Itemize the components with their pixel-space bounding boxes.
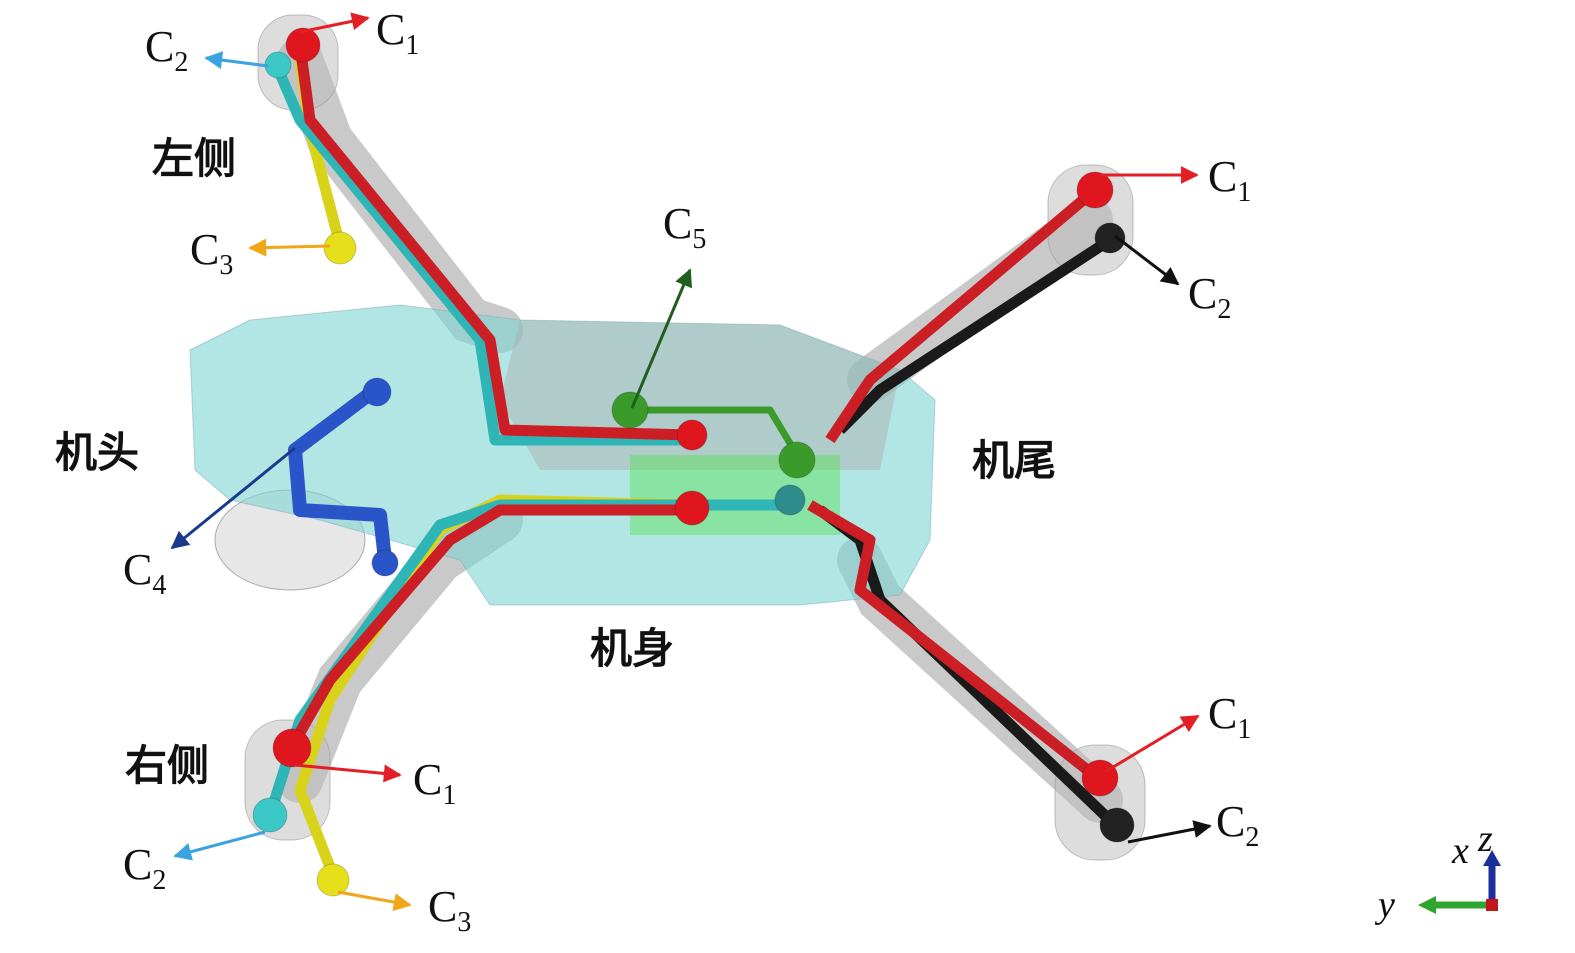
label-c5: C5: [663, 199, 707, 255]
axis-label-y: y: [1378, 884, 1395, 926]
arrow-right-c3: [337, 890, 412, 911]
arrow-c4: [170, 446, 296, 550]
arrow-left-c3: [248, 238, 331, 257]
axis-label-x: x: [1452, 830, 1469, 872]
label-right-c1: C1: [413, 755, 457, 811]
label-right-side: 右侧: [125, 741, 210, 790]
label-left-c2: C2: [145, 22, 189, 78]
arrow-right-c1: [294, 763, 402, 783]
label-right-c2: C2: [123, 840, 167, 896]
label-tr-c1: C1: [1208, 152, 1252, 208]
coordinate-axes: [1418, 850, 1501, 914]
label-left-c1: C1: [376, 5, 420, 61]
annotation-arrows: [170, 12, 1212, 911]
label-tr-c2: C2: [1188, 269, 1232, 325]
label-body: 机身: [590, 624, 675, 673]
label-br-c1: C1: [1208, 689, 1252, 745]
arrow-tr-c2: [1114, 234, 1180, 286]
label-left-side: 左侧: [152, 134, 237, 183]
arrow-right-c2: [173, 830, 266, 861]
label-right-c3: C3: [428, 882, 472, 938]
arrow-left-c1: [299, 12, 370, 34]
arrow-c5: [630, 268, 693, 409]
label-br-c2: C2: [1216, 797, 1260, 853]
label-left-c3: C3: [190, 225, 234, 281]
arrow-br-c1: [1104, 714, 1200, 774]
label-tail: 机尾: [972, 436, 1057, 485]
label-nose: 机头: [55, 428, 140, 477]
arrow-left-c2: [204, 51, 269, 69]
arrow-br-c2: [1127, 820, 1212, 844]
label-c4: C4: [123, 545, 167, 601]
axis-label-z: z: [1478, 818, 1493, 860]
